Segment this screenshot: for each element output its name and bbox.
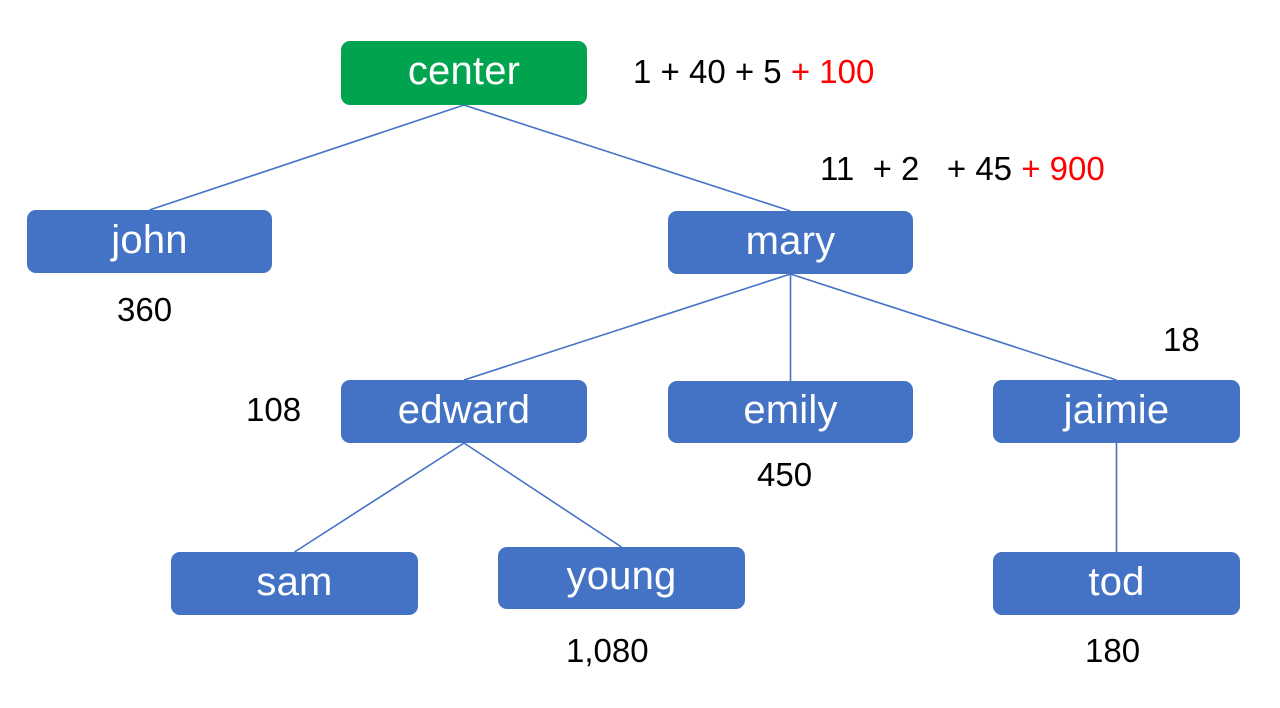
annotation-mary-sum: 11 + 2 + 45 + 900 [820,152,1105,185]
annotation-red-part: + 900 [1021,150,1105,187]
tree-node-edward[interactable]: edward [341,380,587,443]
tree-node-label: tod [1088,559,1145,604]
tree-node-john[interactable]: john [27,210,272,273]
tree-edge-mary-to-edward [463,273,791,381]
tree-node-label: john [111,217,188,262]
tree-node-label: sam [256,559,333,604]
tree-edge-center-to-john [149,104,465,211]
tree-node-young[interactable]: young [498,547,745,609]
annotation-john-value: 360 [117,291,173,328]
tree-node-label: emily [743,388,838,432]
annotation-jaimie-value: 18 [1163,321,1200,358]
annotation-center-sum: 1 + 40 + 5 + 100 [633,55,874,88]
tree-edge-edward-to-young [463,442,622,548]
tree-edge-edward-to-sam [294,442,465,553]
tree-node-label: center [407,49,521,93]
annotation-black-part: 1 + 40 + 5 [633,53,782,90]
tree-node-label: young [566,554,677,598]
annotation-tod-value: 180 [1085,632,1141,669]
annotation-young-value: 1,080 [566,632,649,669]
tree-node-label: edward [397,387,531,432]
tree-node-label: mary [745,218,836,263]
tree-node-jaimie[interactable]: jaimie [993,380,1240,443]
annotation-red-part: + 100 [790,53,875,90]
tree-node-center[interactable]: center [341,41,587,105]
tree-edge-mary-to-jaimie [790,273,1117,381]
annotation-emily-value: 450 [757,456,813,493]
tree-node-sam[interactable]: sam [171,552,418,615]
tree-node-emily[interactable]: emily [668,381,913,443]
annotation-edward-value: 108 [246,391,302,428]
tree-node-tod[interactable]: tod [993,552,1240,615]
tree-edge-center-to-mary [463,104,791,212]
annotation-black-part: 11 + 2 + 45 [820,150,1013,187]
tree-node-label: jaimie [1063,387,1170,432]
tree-node-mary[interactable]: mary [668,211,913,274]
